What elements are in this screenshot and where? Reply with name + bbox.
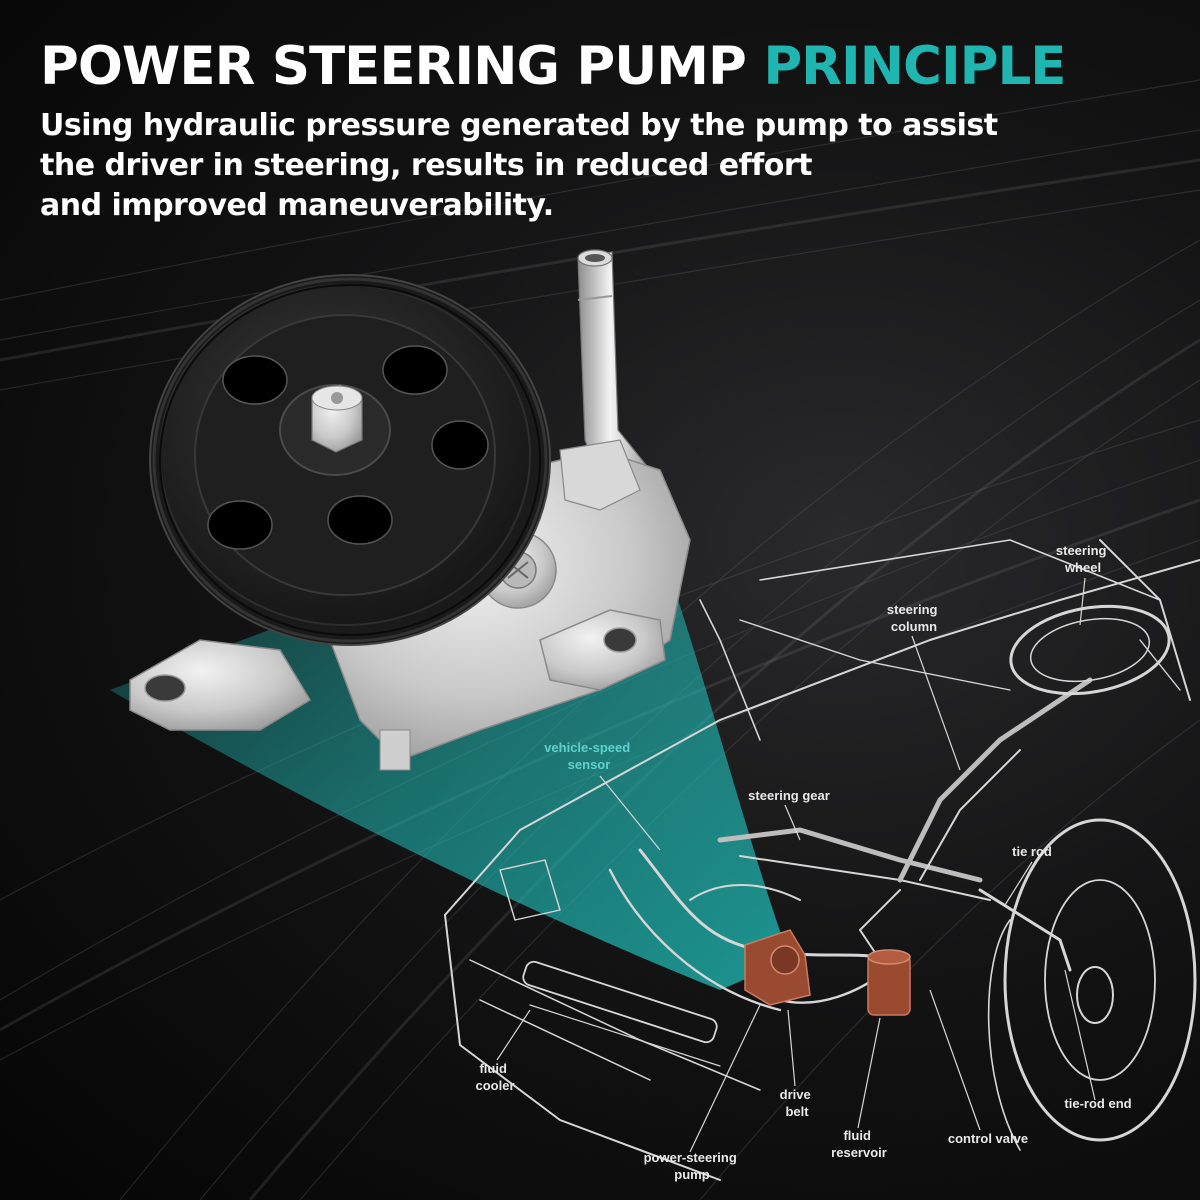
subtitle: Using hydraulic pressure generated by th…	[40, 106, 1160, 226]
label-vehicle-speed-sensor: vehicle-speed sensor	[544, 740, 634, 772]
label-steering-wheel: steering wheel	[1056, 543, 1110, 575]
title-accent: PRINCIPLE	[763, 36, 1066, 97]
label-power-steering-pump: power-steering pump	[644, 1150, 741, 1182]
label-steering-gear: steering gear	[748, 788, 830, 803]
label-fluid-reservoir: fluid reservoir	[831, 1128, 887, 1160]
label-fluid-cooler: fluid cooler	[475, 1061, 514, 1093]
label-tie-rod-end: tie-rod end	[1064, 1096, 1131, 1111]
highlighted-components	[744, 929, 911, 1016]
label-steering-column: steering column	[887, 602, 941, 634]
header: POWER STEERING PUMP PRINCIPLE Using hydr…	[40, 36, 1160, 226]
page-title: POWER STEERING PUMP PRINCIPLE	[40, 36, 1160, 98]
subtitle-line-3: and improved maneuverability.	[40, 188, 554, 223]
power-steering-pump-illustration	[129, 249, 691, 771]
car-schematic	[444, 539, 1200, 1181]
label-drive-belt: drive belt	[780, 1087, 815, 1119]
subtitle-line-1: Using hydraulic pressure generated by th…	[40, 108, 998, 143]
diagram-labels: steering wheel steering column vehicle-s…	[475, 543, 1131, 1182]
subtitle-line-2: the driver in steering, results in reduc…	[40, 148, 813, 183]
label-tie-rod: tie rod	[1012, 844, 1052, 859]
leader-lines	[496, 577, 1096, 1153]
title-main: POWER STEERING PUMP	[40, 36, 747, 97]
label-control-valve: control valve	[948, 1131, 1028, 1146]
